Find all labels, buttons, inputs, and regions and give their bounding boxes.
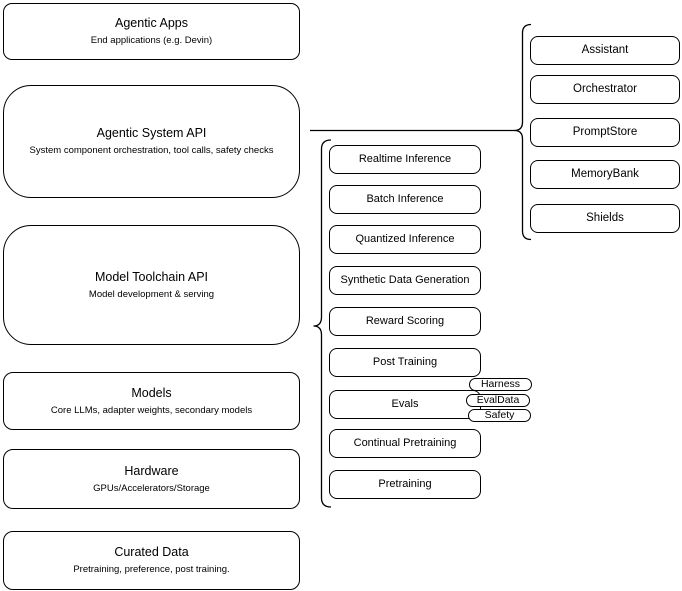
box-subtitle: GPUs/Accelerators/Storage [93, 482, 210, 494]
toolchain-brace [313, 139, 332, 508]
box-batch-inference: Batch Inference [329, 185, 481, 214]
box-reward-scoring: Reward Scoring [329, 307, 481, 336]
box-agentic-system-api: Agentic System API System component orch… [3, 85, 300, 198]
box-continual-pretraining: Continual Pretraining [329, 429, 481, 458]
box-title: Hardware [124, 463, 179, 478]
box-title: Curated Data [114, 545, 189, 559]
pill-label: EvalData [476, 394, 520, 407]
box-label: Evals [391, 398, 419, 410]
box-synthetic-data-generation: Synthetic Data Generation [329, 266, 481, 295]
box-label: Shields [586, 212, 624, 224]
box-hardware: Hardware GPUs/Accelerators/Storage [3, 449, 300, 509]
box-title: Agentic Apps [115, 16, 188, 30]
box-post-training: Post Training [329, 348, 481, 377]
box-subtitle: Model development & serving [88, 288, 215, 300]
box-label: Realtime Inference [358, 153, 452, 165]
components-brace [514, 23, 532, 241]
box-pretraining: Pretraining [329, 470, 481, 499]
box-label: Post Training [372, 356, 438, 368]
pill-evaldata: EvalData [466, 394, 530, 407]
box-label: Synthetic Data Generation [340, 274, 470, 286]
box-shields: Shields [530, 204, 680, 233]
box-label: Pretraining [378, 478, 432, 490]
pill-safety: Safety [468, 409, 531, 422]
box-label: Batch Inference [366, 193, 444, 205]
box-title: Model Toolchain API [94, 269, 209, 284]
box-models: Models Core LLMs, adapter weights, secon… [3, 372, 300, 430]
box-label: Continual Pretraining [353, 437, 457, 449]
box-label: Reward Scoring [365, 315, 445, 327]
box-label: MemoryBank [571, 168, 639, 180]
pill-label: Safety [484, 409, 515, 422]
box-subtitle: Pretraining, preference, post training. [73, 564, 230, 575]
pill-label: Harness [480, 378, 521, 391]
box-subtitle: Core LLMs, adapter weights, secondary mo… [50, 404, 253, 416]
box-subtitle: End applications (e.g. Devin) [90, 35, 213, 46]
box-title: Models [131, 385, 172, 400]
box-agentic-apps: Agentic Apps End applications (e.g. Devi… [3, 3, 300, 60]
box-label: Orchestrator [573, 83, 637, 95]
box-promptstore: PromptStore [530, 118, 680, 147]
box-quantized-inference: Quantized Inference [329, 225, 481, 254]
box-evals: Evals [329, 390, 481, 419]
pill-harness: Harness [469, 378, 532, 391]
box-orchestrator: Orchestrator [530, 75, 680, 104]
box-assistant: Assistant [530, 36, 680, 65]
box-label: Quantized Inference [355, 233, 455, 245]
box-memorybank: MemoryBank [530, 160, 680, 189]
box-curated-data: Curated Data Pretraining, preference, po… [3, 531, 300, 590]
box-model-toolchain-api: Model Toolchain API Model development & … [3, 225, 300, 345]
box-label: Assistant [581, 44, 629, 56]
box-realtime-inference: Realtime Inference [329, 145, 481, 174]
box-title: Agentic System API [96, 126, 207, 140]
box-subtitle: System component orchestration, tool cal… [29, 145, 274, 156]
box-label: PromptStore [572, 126, 638, 138]
